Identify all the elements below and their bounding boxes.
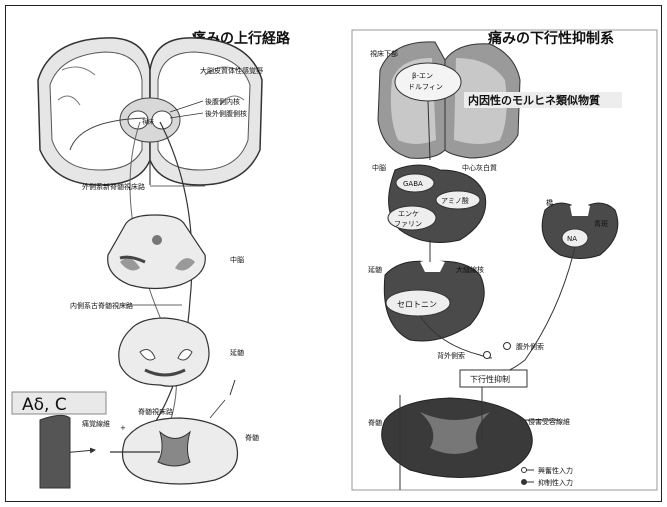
endorphin-label-1: β-エン (412, 72, 433, 80)
ascending-pathway-panel: 痛みの上行経路 大脳皮質体性感覚野 視床 後腹側内核 後外側腹側核 外側系新脊髄… (11, 30, 291, 489)
descending-inhibition-label: 下行性抑制 (470, 374, 510, 384)
inhibitory-marker (521, 479, 527, 485)
descending-inhibition-box (459, 369, 528, 388)
descending-pathway-panel: 痛みの 下行性抑制系 視床下部 β-エン ドルフィン 内因性のモルヒネ類似物質 … (351, 29, 658, 491)
fiber-type-box (11, 391, 107, 415)
descending-title-main: 痛みの (487, 30, 530, 47)
medial-tract-label: 内側系古脊髄視床路 (70, 301, 133, 310)
endogenous-label: 内因性のモルヒネ類似物質 (468, 93, 600, 107)
nucleus-label-2: 後外側腹側核 (205, 109, 247, 118)
svg-text:+: + (120, 424, 126, 432)
excitatory-label: 興奮性入力 (538, 466, 573, 475)
gaba-label: GABA (403, 180, 423, 188)
locus-label: 青斑 (594, 219, 608, 228)
endorphin-label-2: ドルフィン (408, 83, 443, 91)
lateral-tract-line (149, 121, 193, 431)
raphe-label: 大縫線核 (456, 265, 484, 274)
excitatory-marker (521, 467, 527, 473)
right-spinal-label: 脊髄 (368, 418, 382, 427)
dorsolateral-label: 背外側索 (437, 351, 465, 360)
nociceptor-label: 侵害受容線維 (528, 417, 570, 426)
endorphin-oval (394, 62, 462, 102)
medulla-section (118, 317, 210, 387)
fiber-type-label: Aδ, C (22, 395, 67, 415)
hypothalamus-label: 視床下部 (370, 49, 398, 58)
na-label: NA (567, 235, 577, 243)
amino-oval (435, 190, 481, 210)
right-midbrain-label: 中脳 (372, 163, 386, 172)
skin-receptor (39, 414, 71, 489)
nucleus-label-1: 後腹側内核 (205, 97, 240, 106)
right-medulla-label: 延髄 (368, 265, 382, 274)
pons-label: 橋 (546, 198, 553, 207)
gaba-oval (395, 173, 435, 193)
brain-section (37, 37, 263, 186)
pag-label: 中心灰白質 (462, 163, 497, 172)
enkephalin-oval (387, 205, 437, 231)
ventrolateral-label: 腹外側索 (516, 342, 544, 351)
right-spinal-cord (381, 387, 560, 490)
endogenous-box (464, 92, 622, 108)
lateral-tract-label: 外側系新脊髄視床路 (82, 182, 145, 191)
sensory-nerve-label: 痛覚線維 (82, 419, 110, 428)
medulla-label: 延髄 (230, 348, 244, 357)
enkephalin-label-1: エンケ (398, 210, 419, 218)
cortex-label: 大脳皮質体性感覚野 (200, 66, 263, 75)
thalamus-label: 視床 (142, 118, 154, 126)
inhibitory-label: 抑制性入力 (538, 478, 573, 487)
midbrain-label: 中脳 (230, 255, 244, 264)
enkephalin-label-2: ファリン (394, 220, 422, 228)
amino-label: アミノ酸 (441, 196, 469, 205)
serotonin-oval (385, 289, 451, 317)
left-spinal-label: 脊髄 (245, 433, 259, 442)
spinothalamic-label: 脊髄視床路 (138, 407, 173, 416)
serotonin-label: セロトニン (397, 300, 437, 309)
midbrain-section (107, 214, 206, 290)
descending-title-accent: 下行性抑制系 (530, 30, 614, 47)
